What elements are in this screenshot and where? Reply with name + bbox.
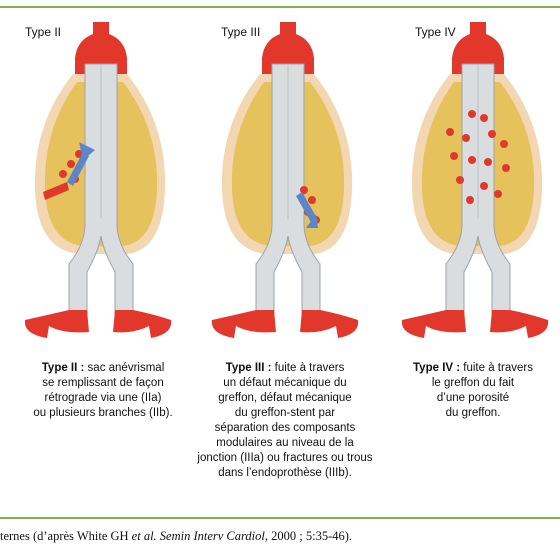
caption-type-iii-heading: Type III :: [225, 362, 272, 374]
caption-type-ii-line-1: sac anévrismal: [84, 362, 165, 374]
top-rule: [0, 6, 560, 8]
caption-type-ii-line-3: rétrograde via une (IIa): [44, 392, 162, 404]
caption-type-iii-line-4: du greffon-stent par: [234, 407, 336, 419]
caption-type-iv-line-3: d’une porosité: [436, 392, 510, 404]
citation-journal: et al. Semin Interv Cardiol: [131, 529, 265, 543]
caption-type-iv-line-4: du greffon.: [445, 407, 501, 419]
caption-type-iii: Type III : fuite à travers un défaut méc…: [190, 361, 380, 481]
caption-type-iv: Type IV : fuite à travers le greffon du …: [398, 361, 548, 421]
caption-type-iii-line-7: jonction (IIIa) ou fractures ou trous: [197, 452, 373, 464]
caption-type-iii-line-5: séparation des composants: [214, 422, 356, 434]
citation-suffix: , 2000 ; 5:35-46).: [264, 529, 353, 543]
endoleak-type-ii-illustration: [24, 22, 172, 338]
endoleak-type-iv-illustration: [401, 22, 549, 338]
caption-type-iv-line-1: fuite à travers: [460, 362, 533, 374]
caption-type-iii-line-1: fuite à travers: [271, 362, 345, 374]
bottom-rule: [0, 517, 560, 519]
panel-title-type-iv: Type IV: [415, 25, 456, 39]
caption-type-ii-heading: Type II :: [41, 362, 85, 374]
caption-type-iv-line-2: le greffon du fait: [431, 377, 515, 389]
endoleak-type-iii-illustration: [211, 22, 359, 338]
caption-type-iii-line-6: modulaires au niveau de la: [216, 437, 354, 449]
panel-title-type-iii: Type III: [221, 25, 261, 39]
caption-type-iii-line-2: un défaut mécanique du: [223, 377, 347, 389]
caption-type-iii-line-3: greffon, défaut mécanique: [218, 392, 352, 404]
caption-type-ii-line-2: se remplissant de façon: [42, 377, 164, 389]
panel-title-type-ii: Type II: [25, 25, 62, 39]
caption-type-iv-heading: Type IV :: [413, 362, 461, 374]
caption-type-ii-line-4: ou plusieurs branches (IIb).: [33, 407, 173, 419]
citation-prefix: ternes (d’après White GH: [0, 529, 132, 543]
caption-type-iii-line-8: dans l’endoprothèse (IIIb).: [218, 467, 352, 479]
source-citation: ternes (d’après White GH et al. Semin In…: [0, 529, 352, 544]
caption-type-ii: Type II : sac anévrismal se remplissant …: [28, 361, 178, 421]
